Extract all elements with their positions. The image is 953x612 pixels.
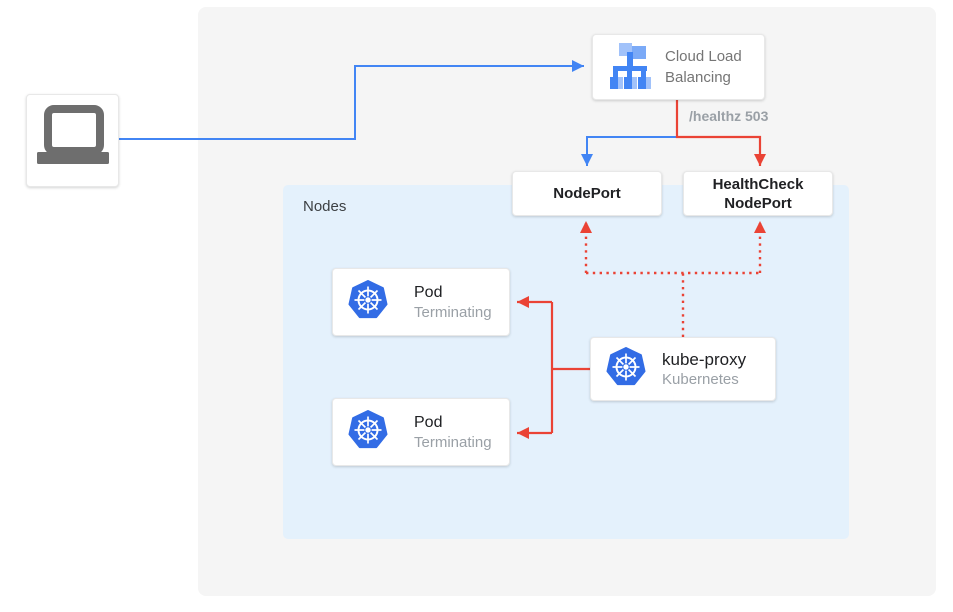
load-balancer-icon <box>605 40 655 95</box>
client-card <box>26 94 119 187</box>
healthcheck-nodeport-card: HealthCheck NodePort <box>683 171 833 216</box>
kubernetes-icon <box>348 279 388 325</box>
kube-proxy-card: kube-proxy Kubernetes <box>590 337 776 401</box>
kube-proxy-title: kube-proxy <box>662 350 747 369</box>
pod-title: Pod <box>414 283 443 301</box>
pod-title: Pod <box>414 413 443 431</box>
kubernetes-icon <box>348 409 388 455</box>
kube-proxy-subtitle: Kubernetes <box>662 371 739 388</box>
nodeport-card: NodePort <box>512 171 662 216</box>
pod-card-1: Pod Terminating <box>332 268 510 336</box>
pod-card-2: Pod Terminating <box>332 398 510 466</box>
nodes-label: Nodes <box>303 198 347 215</box>
healthz-503-label: /healthz 503 <box>689 108 769 124</box>
kubernetes-icon <box>606 346 646 392</box>
pod-status: Terminating <box>414 303 492 321</box>
healthcheck-nodeport-label-line1: HealthCheck <box>712 175 804 193</box>
cloud-load-balancing-card: Cloud Load Balancing <box>592 34 765 100</box>
cloud-load-balancing-label: Cloud Load Balancing <box>665 48 742 86</box>
nodeport-label: NodePort <box>553 185 621 202</box>
pod-status: Terminating <box>414 433 492 451</box>
laptop-icon <box>34 104 112 177</box>
healthcheck-nodeport-label-line2: NodePort <box>724 194 792 212</box>
